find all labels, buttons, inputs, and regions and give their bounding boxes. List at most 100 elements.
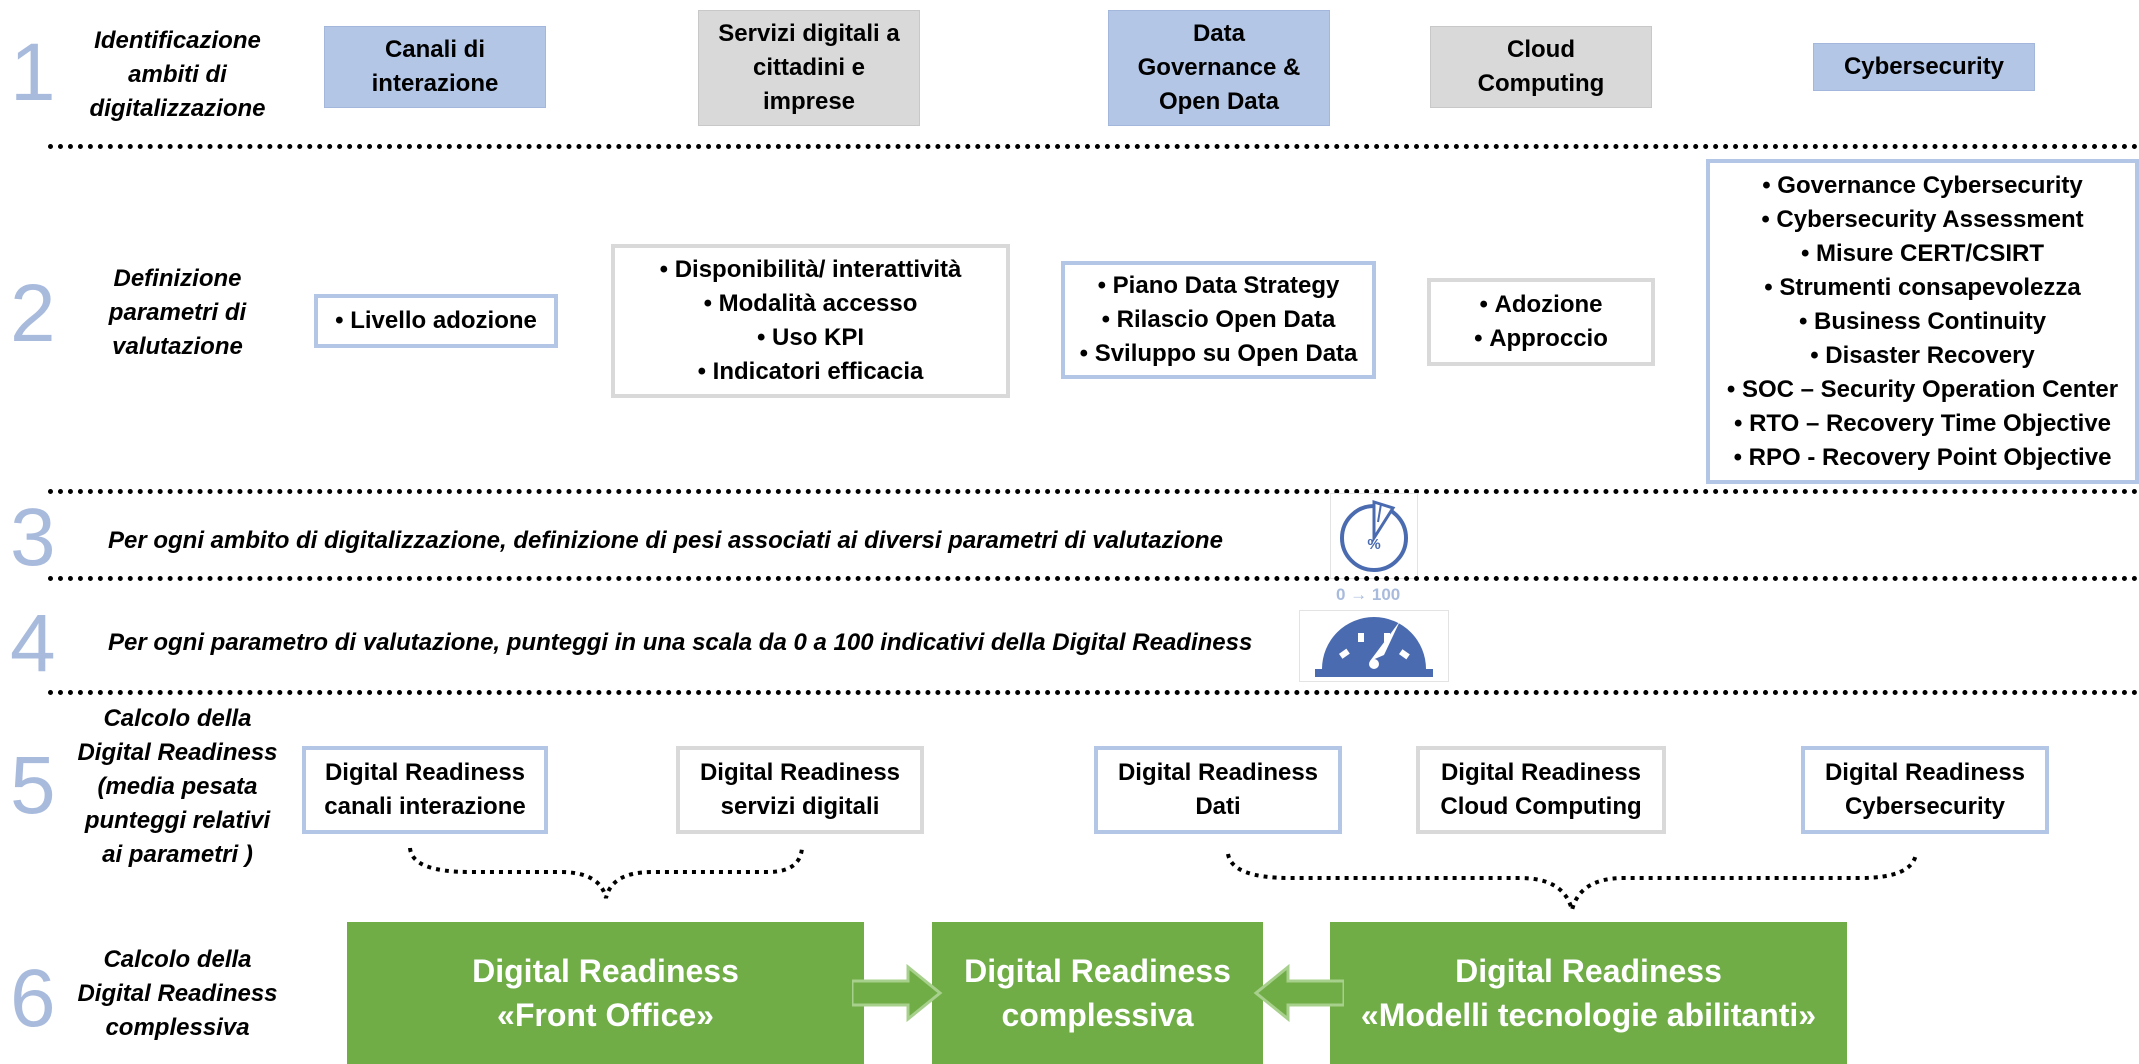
step-label-1: Identificazione ambiti di digitalizzazio… — [60, 24, 295, 126]
ambito-line: cittadini e — [752, 54, 866, 81]
parametri-servizi: Disponibilità/ interattività Modalità ac… — [611, 244, 1010, 398]
parametri-list: Piano Data Strategy Rilascio Open Data S… — [1080, 269, 1358, 371]
parametri-cloud: Adozione Approccio — [1427, 278, 1655, 366]
parametri-list: Adozione Approccio — [1474, 288, 1608, 356]
readiness-line: Digital Readiness — [1117, 759, 1319, 786]
readiness-line: Digital Readiness — [324, 759, 526, 786]
readiness-canali-interazione: Digital Readiness canali interazione — [302, 746, 548, 834]
parametro-item: RPO - Recovery Point Objective — [1727, 441, 2118, 475]
ambito-line: Cloud — [1507, 36, 1575, 63]
parametri-list: Disponibilità/ interattività Modalità ac… — [660, 253, 962, 389]
parametro-item: Sviluppo su Open Data — [1080, 337, 1358, 371]
step-label-5: Calcolo della Digital Readiness (media p… — [60, 702, 295, 872]
step-number-1: 1 — [10, 27, 56, 118]
percent-dial-icon: % — [1330, 493, 1418, 579]
readiness-cloud-computing: Digital Readiness Cloud Computing — [1416, 746, 1666, 834]
step-label-line: Calcolo della — [103, 705, 252, 732]
step-label-line: Calcolo della — [103, 946, 252, 973]
scale-label: 0 → 100 — [1336, 585, 1401, 604]
parametro-item: Strumenti consapevolezza — [1727, 271, 2118, 305]
parametro-item: Disaster Recovery — [1727, 339, 2118, 373]
final-line: Digital Readiness — [964, 953, 1231, 989]
readiness-dati: Digital Readiness Dati — [1094, 746, 1342, 834]
parametro-item: RTO – Recovery Time Objective — [1727, 407, 2118, 441]
step-label-line: punteggi relativi — [84, 807, 271, 834]
readiness-servizi-digitali: Digital Readiness servizi digitali — [676, 746, 924, 834]
step-number-2: 2 — [10, 268, 56, 359]
parametro-item: Approccio — [1474, 322, 1608, 356]
step-number-4: 4 — [10, 598, 56, 689]
parametro-item: Livello adozione — [335, 304, 537, 338]
ambito-line: Data — [1192, 20, 1245, 47]
step-number-5: 5 — [10, 740, 56, 831]
parametri-list: Governance Cybersecurity Cybersecurity A… — [1727, 169, 2118, 475]
ambito-line: interazione — [371, 70, 499, 97]
step-label-line: valutazione — [112, 333, 243, 360]
readiness-line: Digital Readiness — [1824, 759, 2026, 786]
step-label-line: Definizione — [113, 265, 242, 292]
final-line: «Modelli tecnologie abilitanti» — [1360, 997, 1817, 1033]
parametro-item: Indicatori efficacia — [660, 355, 962, 389]
readiness-line: canali interazione — [324, 793, 526, 820]
parametro-item: Rilascio Open Data — [1080, 303, 1358, 337]
final-line: Digital Readiness — [1455, 953, 1722, 989]
step-label-line: digitalizzazione — [89, 95, 266, 122]
parametro-item: Cybersecurity Assessment — [1727, 203, 2118, 237]
grouping-braces — [408, 847, 1918, 911]
readiness-line: Digital Readiness — [1440, 759, 1642, 786]
step-label-line: complessiva — [105, 1014, 250, 1041]
parametro-item: Modalità accesso — [660, 287, 962, 321]
parametro-item: Misure CERT/CSIRT — [1727, 237, 2118, 271]
step-divider — [48, 576, 2139, 581]
parametri-canali: Livello adozione — [314, 294, 558, 348]
parametri-data: Piano Data Strategy Rilascio Open Data S… — [1061, 261, 1376, 379]
ambito-line: Open Data — [1158, 88, 1279, 115]
ambito-canali-interazione: Canali di interazione — [324, 26, 546, 108]
parametro-item: Governance Cybersecurity — [1727, 169, 2118, 203]
ambito-line: Governance & — [1137, 54, 1301, 81]
step-label-line: ambiti di — [128, 61, 227, 88]
svg-text:%: % — [1367, 536, 1380, 553]
final-line: complessiva — [1001, 997, 1194, 1033]
step-divider — [48, 690, 2139, 695]
readiness-cybersecurity: Digital Readiness Cybersecurity — [1801, 746, 2049, 834]
step-number-6: 6 — [10, 953, 56, 1044]
arrow-left-icon — [1253, 963, 1344, 1023]
step-4-statement: Per ogni parametro di valutazione, punte… — [108, 629, 1253, 656]
step-divider — [48, 144, 2139, 149]
speedometer-gauge-icon — [1299, 610, 1449, 682]
readiness-line: Digital Readiness — [699, 759, 901, 786]
step-label-line: Digital Readiness — [77, 739, 278, 766]
parametro-item: SOC – Security Operation Center — [1727, 373, 2118, 407]
parametro-item: Business Continuity — [1727, 305, 2118, 339]
ambito-line: Canali di — [384, 36, 485, 63]
step-label-2: Definizione parametri di valutazione — [60, 262, 295, 364]
step-label-line: parametri di — [108, 299, 247, 326]
parametro-item: Uso KPI — [660, 321, 962, 355]
readiness-modelli-tecnologie: Digital Readiness «Modelli tecnologie ab… — [1330, 922, 1847, 1064]
readiness-line: Cybersecurity — [1844, 793, 2006, 820]
enabling-tech-brace — [1226, 853, 1918, 911]
readiness-complessiva: Digital Readiness complessiva — [932, 922, 1263, 1064]
readiness-line: servizi digitali — [720, 793, 880, 820]
parametro-item: Piano Data Strategy — [1080, 269, 1358, 303]
ambito-line: Computing — [1477, 70, 1605, 97]
parametri-cybersecurity: Governance Cybersecurity Cybersecurity A… — [1706, 159, 2139, 484]
readiness-line: Dati — [1195, 793, 1241, 820]
parametro-item: Adozione — [1474, 288, 1608, 322]
front-office-brace — [408, 847, 804, 899]
step-label-line: Identificazione — [94, 27, 261, 54]
step-label-line: (media pesata — [97, 773, 258, 800]
step-3-statement: Per ogni ambito di digitalizzazione, def… — [108, 527, 1223, 554]
parametri-list: Livello adozione — [335, 304, 537, 338]
readiness-line: Cloud Computing — [1440, 793, 1642, 820]
ambito-line: imprese — [762, 88, 856, 115]
step-label-line: ai parametri ) — [102, 841, 253, 868]
ambito-cybersecurity: Cybersecurity — [1813, 43, 2035, 91]
step-label-line: Digital Readiness — [77, 980, 278, 1007]
parametro-item: Disponibilità/ interattività — [660, 253, 962, 287]
ambito-line: Cybersecurity — [1843, 53, 2005, 80]
